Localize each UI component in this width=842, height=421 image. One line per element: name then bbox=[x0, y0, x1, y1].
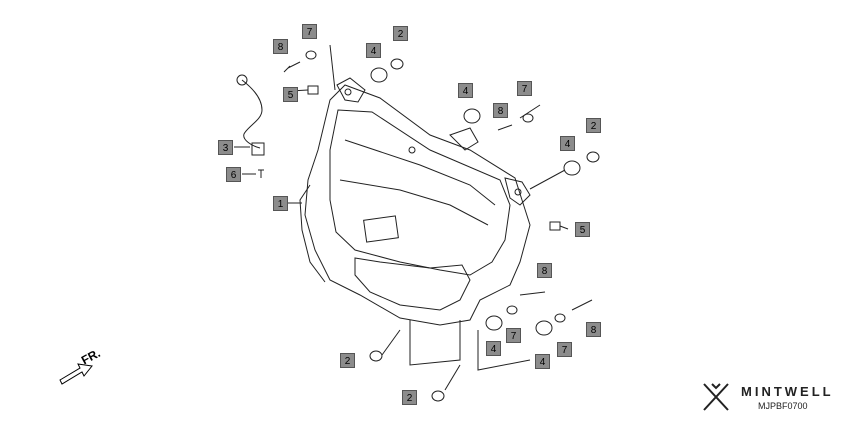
diagram-code: MJPBF0700 bbox=[758, 401, 808, 411]
callout-8-bolt: 8 bbox=[537, 263, 552, 278]
callout-2-grommet-collar: 2 bbox=[402, 390, 417, 405]
front-direction-arrow bbox=[59, 363, 93, 385]
callout-1-headlight-assembly: 1 bbox=[273, 196, 288, 211]
callout-3-position-light-socket: 3 bbox=[218, 140, 233, 155]
callout-2-grommet-collar: 2 bbox=[586, 118, 601, 133]
callout-8-bolt: 8 bbox=[586, 322, 601, 337]
callout-8-bolt: 8 bbox=[273, 39, 288, 54]
callout-5-clip-nut: 5 bbox=[575, 222, 590, 237]
brand-name: MINTWELL bbox=[741, 384, 834, 399]
headlight-housing bbox=[304, 84, 531, 326]
callout-4-rubber-mount: 4 bbox=[458, 83, 473, 98]
callout-7-washer: 7 bbox=[506, 328, 521, 343]
callout-2-grommet-collar: 2 bbox=[340, 353, 355, 368]
callout-4-rubber-mount: 4 bbox=[486, 341, 501, 356]
callout-7-washer: 7 bbox=[302, 24, 317, 39]
callout-4-rubber-mount: 4 bbox=[535, 354, 550, 369]
brand-logo bbox=[703, 383, 729, 411]
callout-5-clip-nut: 5 bbox=[283, 87, 298, 102]
callout-7-washer: 7 bbox=[517, 81, 532, 96]
callout-6-screw: 6 bbox=[226, 167, 241, 182]
callout-4-rubber-mount: 4 bbox=[366, 43, 381, 58]
callout-8-bolt: 8 bbox=[493, 103, 508, 118]
callout-7-washer: 7 bbox=[557, 342, 572, 357]
callout-2-grommet-collar: 2 bbox=[393, 26, 408, 41]
callout-4-rubber-mount: 4 bbox=[560, 136, 575, 151]
